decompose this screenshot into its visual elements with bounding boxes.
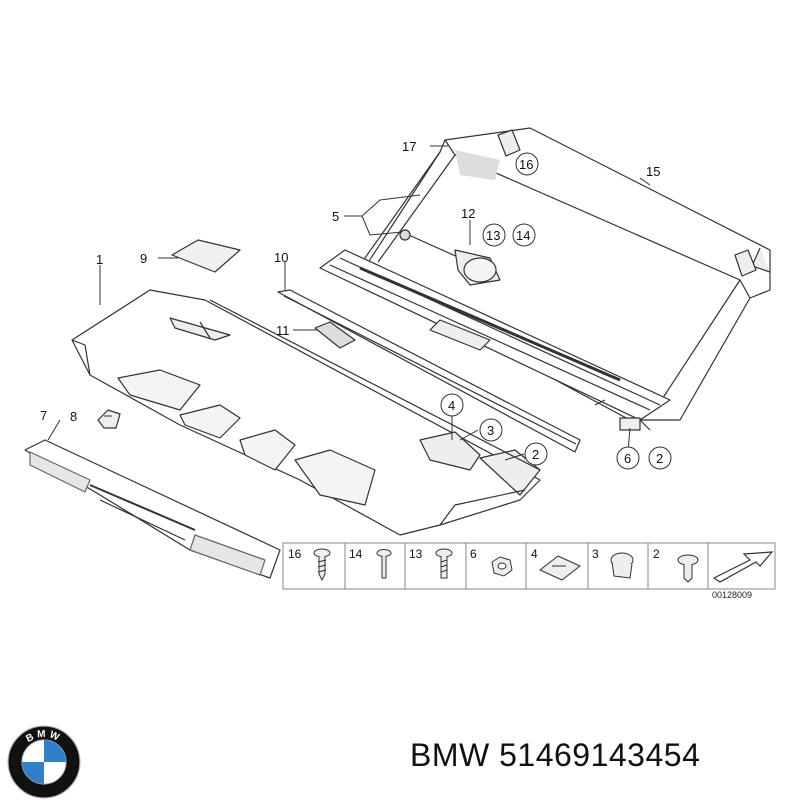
callout-13: 13	[486, 228, 500, 243]
clip-9	[97, 409, 121, 429]
rail-10	[277, 289, 581, 453]
strip-label-6: 6	[470, 547, 477, 561]
svg-text:BMW: BMW	[24, 729, 63, 745]
callout-11: 11	[276, 323, 290, 338]
callout-15: 15	[646, 164, 660, 179]
strip-label-16: 16	[288, 547, 302, 561]
callout-9: 8	[70, 409, 77, 424]
callout-14: 14	[516, 228, 530, 243]
trim-7	[24, 439, 281, 579]
part-caption: BMW 51469143454	[410, 737, 700, 774]
screw-2-icon	[677, 554, 699, 583]
strip-label-4: 4	[531, 547, 538, 561]
clip-4-icon	[539, 555, 581, 581]
bmw-logo: BMW	[7, 725, 81, 799]
arrow-icon	[712, 551, 774, 583]
pad-8	[171, 239, 241, 273]
callout-10: 10	[274, 250, 288, 265]
callout-16: 16	[519, 157, 533, 172]
callout-12: 12	[461, 206, 475, 221]
callout-6: 6	[624, 451, 631, 466]
callout-2b: 2	[656, 451, 663, 466]
screw-16-icon	[313, 548, 331, 582]
parcel-shelf	[71, 289, 541, 536]
screw-13-icon	[435, 548, 453, 579]
callout-1: 1	[96, 252, 103, 267]
strip-label-14: 14	[349, 547, 363, 561]
reference-number: 00128009	[712, 590, 752, 600]
expanding-rivet-3-icon	[610, 552, 634, 579]
callout-2a: 2	[532, 447, 539, 462]
callout-17: 17	[402, 139, 416, 154]
callout-3: 3	[487, 423, 494, 438]
window-frame	[351, 127, 771, 421]
callout-labels: 1 9 10 11 5 12 17 15 7 8 16 13 14 4 3 2 …	[40, 139, 672, 470]
strip-label-3: 3	[592, 547, 599, 561]
callout-7: 7	[40, 408, 47, 423]
strip-label-2: 2	[653, 547, 660, 561]
callout-8: 9	[140, 251, 147, 266]
callout-4: 4	[448, 398, 455, 413]
nut-6-icon	[491, 556, 513, 577]
footer-label: BMW 51469143454	[410, 737, 701, 773]
screw-14-icon	[376, 549, 392, 579]
sunblind-mechanism	[319, 229, 671, 431]
leader-lines	[47, 145, 651, 461]
clip-11	[314, 321, 356, 349]
callout-5: 5	[332, 209, 339, 224]
strip-label-13: 13	[409, 547, 423, 561]
parts-strip: 16 14 13 6 4 3 2	[282, 542, 776, 590]
